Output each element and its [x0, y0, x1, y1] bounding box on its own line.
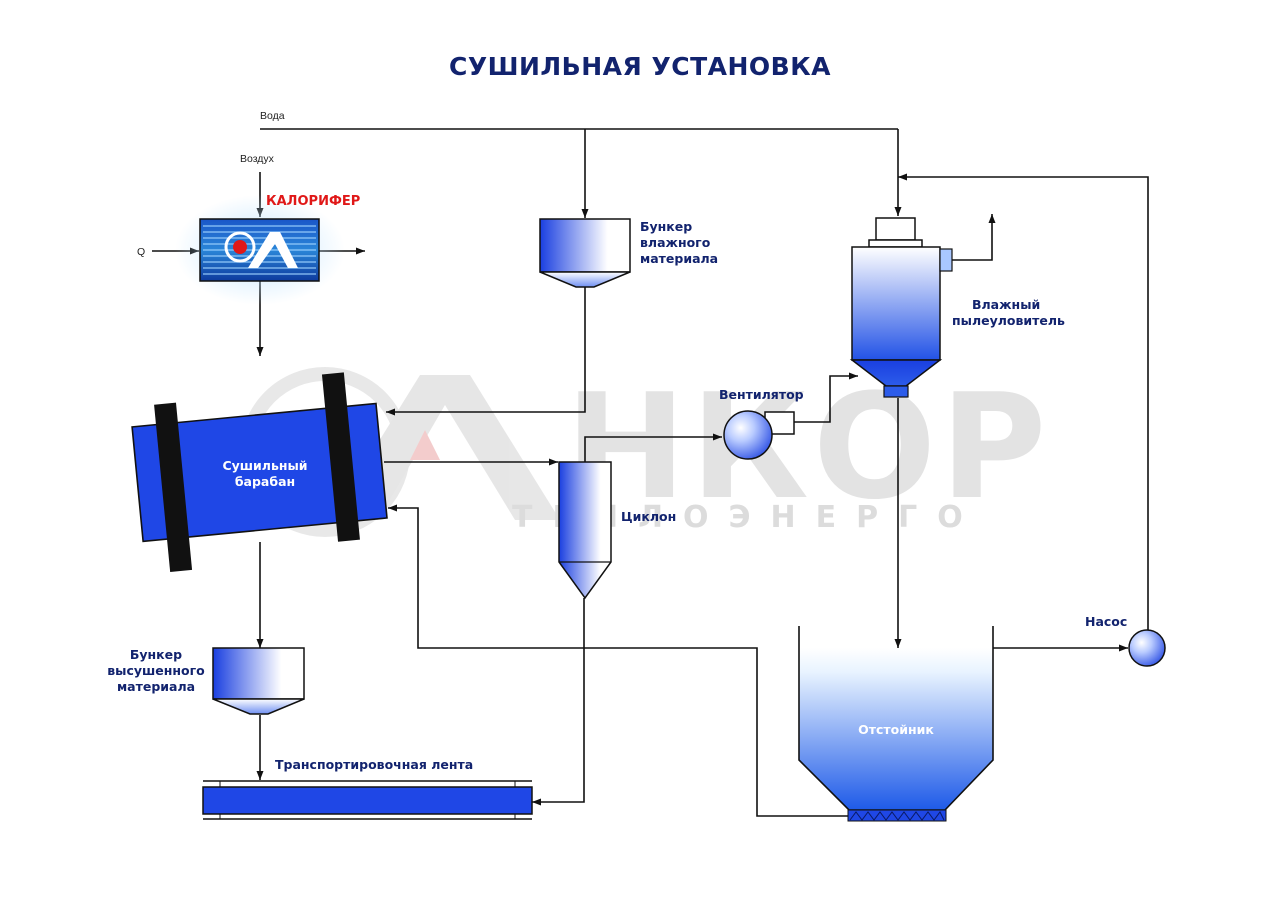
wet-material-bunker [539, 218, 631, 288]
watermark-main: НКОР [565, 363, 1050, 532]
flow-lines [152, 128, 1149, 817]
pump [1128, 629, 1166, 667]
pump-return-line [898, 173, 1149, 630]
label-heater: КАЛОРИФЕР [266, 194, 361, 209]
fan [723, 410, 795, 460]
settler-tank [798, 626, 994, 822]
label-water: Вода [260, 110, 285, 122]
label-dryer-drum: Сушильный барабан [222, 458, 308, 489]
label-settler: Отстойник [858, 722, 934, 737]
heater [175, 195, 345, 305]
wet-bunker-to-drum [386, 287, 586, 416]
collector-exhaust [952, 214, 996, 261]
wet-dust-collector [849, 217, 953, 398]
label-pump: Насос [1085, 614, 1128, 629]
label-fan: Вентилятор [719, 387, 804, 402]
cyclone-to-fan [584, 433, 722, 462]
label-dry-bunker: Бункер высушенного материала [107, 647, 205, 694]
cyclone-to-conveyor [532, 598, 585, 806]
label-wet-dust-collector: Влажный пылеуловитель [952, 297, 1065, 328]
dried-material-bunker [212, 647, 305, 715]
dryer-drum [131, 372, 388, 572]
page-title: СУШИЛЬНАЯ УСТАНОВКА [448, 52, 831, 81]
label-heat-q: Q [137, 246, 146, 258]
label-wet-bunker: Бункер влажного материала [640, 219, 719, 266]
conveyor-belt [202, 780, 533, 820]
label-cyclone: Циклон [621, 509, 677, 524]
fan-to-collector [794, 372, 858, 423]
label-air: Воздух [240, 153, 274, 165]
heater-logo-icon [224, 231, 298, 268]
label-conveyor: Транспортировочная лента [275, 757, 474, 772]
cyclone [558, 461, 612, 600]
settler-sludge-to-drum [388, 504, 848, 817]
